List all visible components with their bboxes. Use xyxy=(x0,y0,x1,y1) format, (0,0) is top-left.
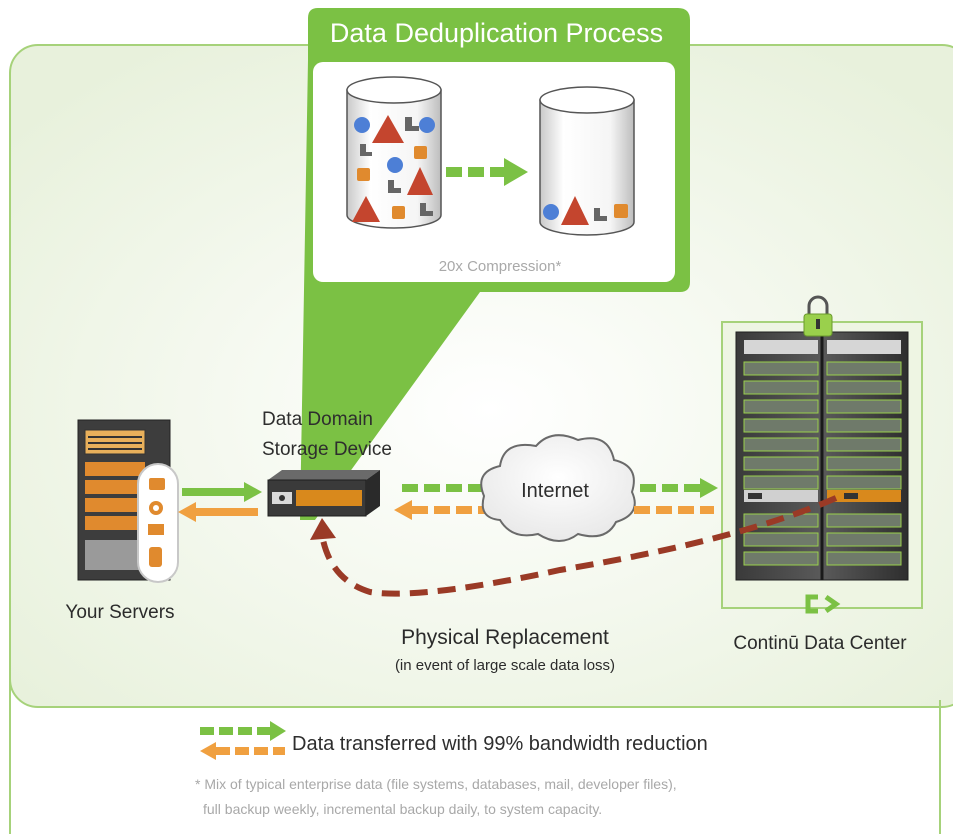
rack-slot xyxy=(743,380,819,395)
rack-slot xyxy=(743,437,819,452)
storage-device-label-line1: Data Domain xyxy=(262,409,373,430)
footnote-line2: full backup weekly, incremental backup d… xyxy=(203,801,603,817)
footnote-line1: * Mix of typical enterprise data (file s… xyxy=(195,776,677,792)
raw-data-cylinder xyxy=(346,76,442,229)
internet-cloud-icon xyxy=(480,434,636,542)
rack-slot xyxy=(743,456,819,471)
servers-device-arrows xyxy=(178,482,262,522)
legend-text: Data transferred with 99% bandwidth redu… xyxy=(292,733,708,755)
rack-slot xyxy=(826,437,902,452)
data-center-rack-icon xyxy=(721,321,923,609)
outer-frame xyxy=(9,670,941,834)
physical-replacement-label: Physical Replacement xyxy=(401,626,609,649)
rack-slot xyxy=(826,456,902,471)
rack-slot xyxy=(743,399,819,414)
rack-slot xyxy=(826,380,902,395)
internet-datacenter-arrows xyxy=(634,478,718,514)
padlock-icon xyxy=(803,295,833,337)
rack-slot xyxy=(826,551,902,566)
storage-device-icon xyxy=(267,470,380,517)
rack-slot xyxy=(743,418,819,433)
server-tower-icon xyxy=(77,419,179,583)
deduplicated-cylinder xyxy=(539,86,635,236)
dedup-arrow xyxy=(446,158,528,186)
rack-top-panel xyxy=(827,340,901,354)
storage-device-label: Data Domain Storage Device xyxy=(262,405,442,465)
rack-slot xyxy=(826,513,902,528)
compression-label: 20x Compression* xyxy=(438,258,562,275)
rack-slot xyxy=(826,399,902,414)
rack-slot xyxy=(826,532,902,547)
physical-replacement-note: (in event of large scale data loss) xyxy=(394,657,616,674)
rack-slot xyxy=(743,532,819,547)
legend-arrows-icon xyxy=(200,721,286,760)
rack-slot xyxy=(826,475,902,490)
rack-top-panel xyxy=(744,340,818,354)
data-center-label: Continū Data Center xyxy=(733,633,907,654)
rack-slot xyxy=(826,361,902,376)
internet-label: Internet xyxy=(521,480,589,502)
rack-slot xyxy=(826,418,902,433)
continu-logo-icon xyxy=(805,594,841,614)
diagram-title: Data Deduplication Process xyxy=(329,18,664,48)
physical-replacement-arrow xyxy=(310,495,838,597)
servers-label: Your Servers xyxy=(65,602,175,623)
rack-slot xyxy=(743,361,819,376)
rack-slot xyxy=(743,475,819,490)
storage-device-label-line2: Storage Device xyxy=(262,439,392,460)
rack-slot xyxy=(743,551,819,566)
